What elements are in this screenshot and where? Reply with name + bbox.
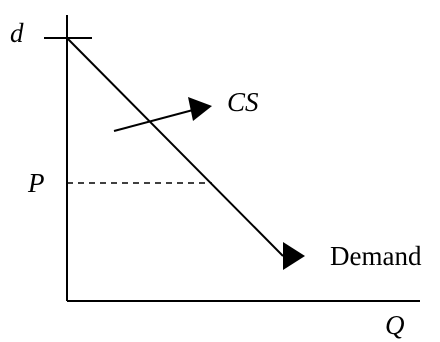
- cs-arrowhead: [188, 97, 212, 121]
- demand-arrowhead: [283, 242, 305, 270]
- cs-label: CS: [227, 87, 259, 117]
- price-label: P: [27, 168, 45, 198]
- quantity-label: Q: [385, 310, 405, 340]
- cs-arrow: [113, 109, 194, 132]
- d-label: d: [10, 18, 24, 48]
- demand-line: [66, 37, 284, 257]
- demand-label: Demand: [330, 241, 422, 271]
